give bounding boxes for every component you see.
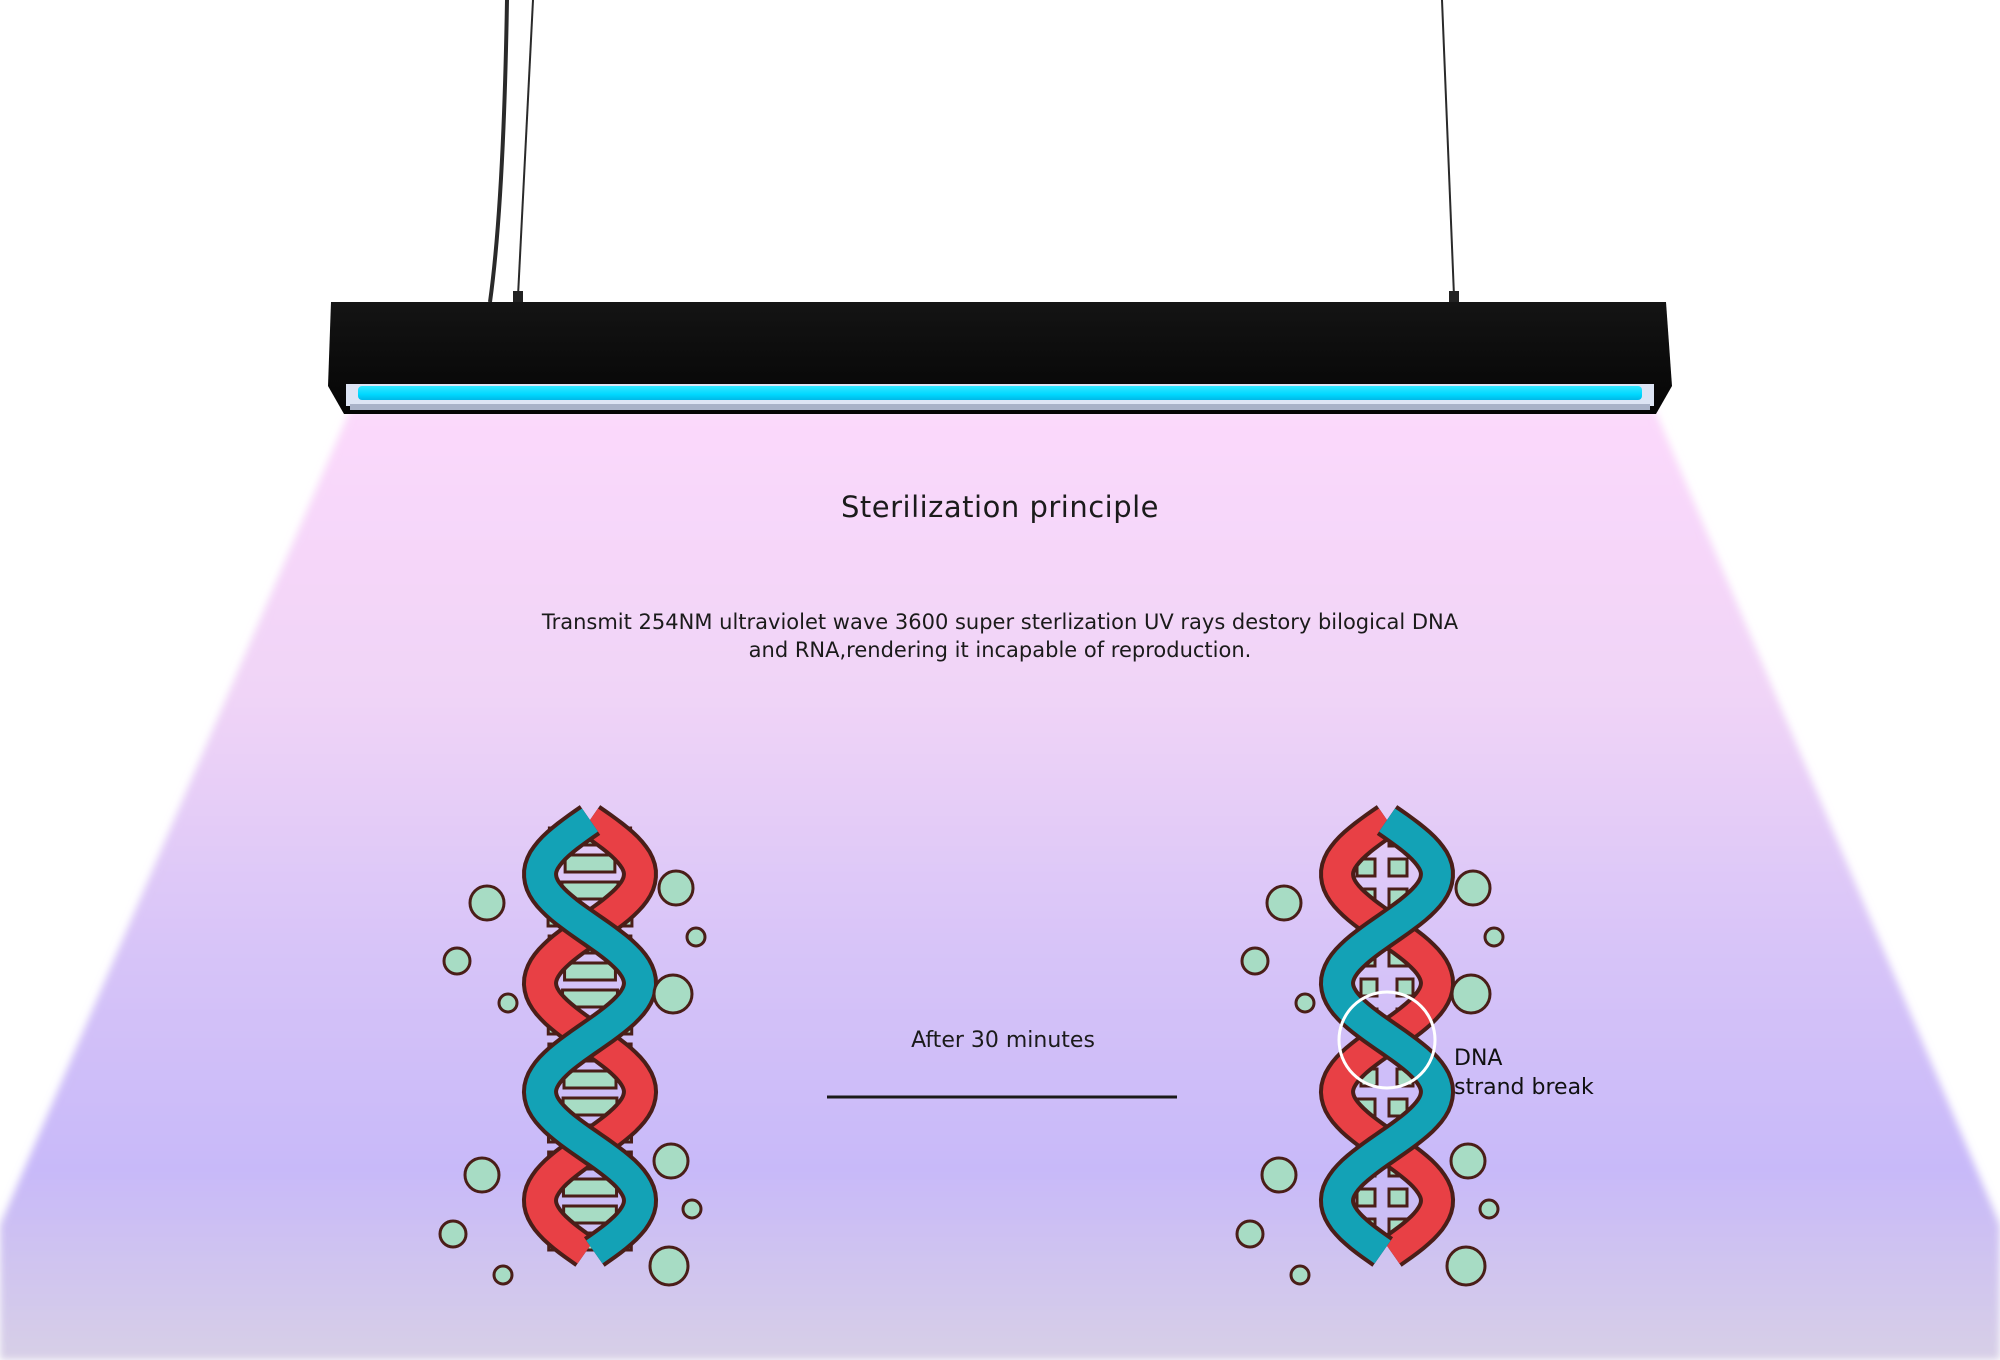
molecule-bubble [1265, 884, 1303, 922]
molecule-bubble [1478, 1198, 1500, 1220]
molecule-bubble [1235, 1219, 1265, 1249]
molecule-bubble [1240, 946, 1270, 976]
broken-base-fragment [1387, 857, 1409, 878]
molecule-bubble [685, 926, 707, 948]
molecule-bubble [648, 1245, 690, 1287]
molecule-bubble [492, 1264, 514, 1286]
molecule-bubble [1445, 1245, 1487, 1287]
description-text: Transmit 254NM ultraviolet wave 3600 sup… [541, 610, 1459, 662]
molecule-bubble [1260, 1156, 1298, 1194]
molecule-bubble [1450, 973, 1492, 1015]
process-label: After 30 minutes [911, 1028, 1095, 1053]
strand-break-label-line2: strand break [1454, 1075, 1594, 1100]
molecule-bubble [681, 1198, 703, 1220]
molecule-bubble [468, 884, 506, 922]
uv-lamp-fixture [328, 302, 1672, 414]
molecule-bubble [442, 946, 472, 976]
broken-base-fragment [1387, 1097, 1409, 1118]
strand-break-label: DNA strand break [1454, 1044, 1594, 1102]
molecule-bubble [463, 1156, 501, 1194]
dna-broken [1235, 805, 1505, 1287]
strand-break-circle [1337, 990, 1437, 1090]
molecule-bubble [438, 1219, 468, 1249]
molecule-bubble [1294, 992, 1316, 1014]
molecule-bubble [652, 1142, 690, 1180]
dna-strand-teal [525, 808, 655, 1264]
base-pair-bar [562, 1069, 618, 1090]
broken-base-fragment [1355, 1187, 1377, 1208]
page-title: Sterilization principle [840, 490, 1160, 524]
molecule-bubble [1483, 926, 1505, 948]
strand-break-label-line1: DNA [1454, 1046, 1503, 1071]
uv-light-beam [0, 410, 2000, 1360]
uv-tube [358, 386, 1642, 400]
molecule-bubble [1289, 1264, 1311, 1286]
molecule-bubble [657, 869, 695, 907]
broken-base-fragment [1387, 1187, 1409, 1208]
suspension-cables [488, 0, 1459, 303]
molecule-bubble [652, 973, 694, 1015]
dna-strand-teal [1322, 808, 1452, 1264]
dna-intact [438, 805, 707, 1287]
molecule-bubble [1449, 1142, 1487, 1180]
molecule-bubble [1454, 869, 1492, 907]
molecule-bubble [497, 992, 519, 1014]
base-pair-bar [563, 961, 617, 982]
base-pair-bar [563, 853, 617, 874]
